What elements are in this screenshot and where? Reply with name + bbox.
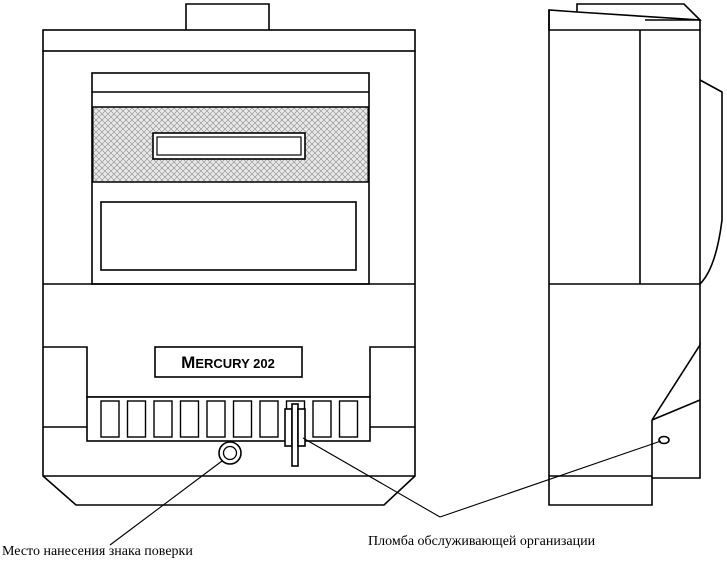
product-label-box	[154, 346, 303, 378]
service-seal-label: Пломба обслуживающей организации	[368, 534, 596, 549]
terminal-slot	[153, 400, 173, 438]
leader-verification	[109, 460, 223, 546]
side-view	[548, 3, 723, 506]
terminal-slots	[100, 400, 359, 438]
verification-mark-label: Место нанесения знака поверки	[2, 544, 193, 559]
leader-seal-side	[439, 440, 662, 518]
leader-lines	[109, 437, 662, 546]
side-body	[548, 10, 701, 506]
front-view	[42, 3, 416, 506]
front-top-cap	[42, 29, 416, 52]
product-label: MERCURY 202	[181, 353, 275, 372]
terminal-slot	[206, 400, 226, 438]
leader-seal-front	[302, 437, 441, 518]
side-bulge	[699, 79, 723, 285]
product-label-initial: M	[181, 353, 195, 372]
terminal-slot	[312, 400, 332, 438]
nameplate-area	[100, 201, 357, 271]
terminal-slot	[179, 400, 200, 438]
terminal-slot	[259, 400, 279, 438]
terminal-slot	[100, 400, 120, 438]
seal-screw	[284, 403, 306, 467]
side-top-tab	[576, 3, 702, 21]
front-top-tab	[185, 3, 270, 30]
terminal-slot	[338, 400, 359, 438]
product-label-rest: ERCURY 202	[195, 356, 274, 371]
side-seal-hole	[658, 435, 670, 445]
front-body	[42, 51, 416, 506]
verification-mark-circle	[218, 441, 242, 465]
terminal-slot	[232, 400, 253, 438]
terminal-slot	[126, 400, 147, 438]
lcd-window-inner	[156, 136, 302, 156]
